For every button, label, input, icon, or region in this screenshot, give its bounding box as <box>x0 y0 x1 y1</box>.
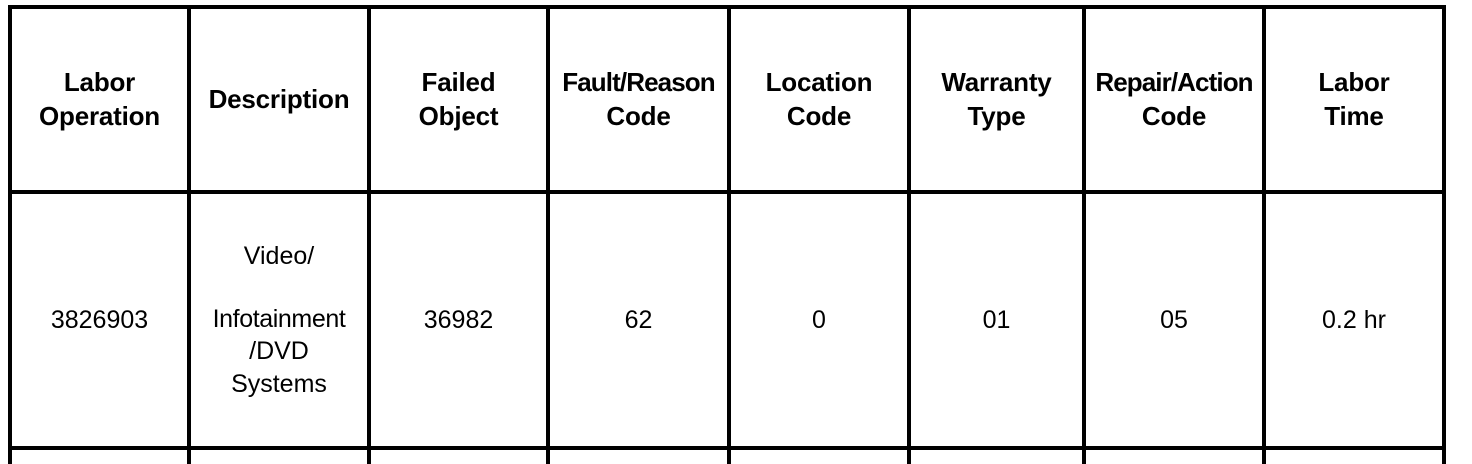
column-header-location-code: Location Code <box>727 5 911 194</box>
cell-labor-time: 0.2 hr <box>1262 190 1446 450</box>
column-header-labor-time: Labor Time <box>1262 5 1446 194</box>
cell-next-row-location-code <box>727 446 911 464</box>
cell-description-line-1: Video/ <box>243 242 315 270</box>
cell-next-row-fault-reason-code <box>546 446 731 464</box>
cell-warranty-type: 01 <box>907 190 1086 450</box>
column-header-labor-operation-line2: Operation <box>39 100 160 131</box>
column-header-failed-object-line1: Failed <box>421 66 496 97</box>
column-header-fault-reason-code-line2: Code <box>606 100 671 131</box>
column-header-failed-object: Failed Object <box>367 5 550 194</box>
column-header-warranty-type-line2: Type <box>967 100 1026 131</box>
table-header-row: Labor Operation Description Failed Objec… <box>8 5 1446 194</box>
table-row-partial-next <box>8 446 1446 464</box>
column-header-failed-object-line2: Object <box>418 100 499 131</box>
column-header-location-code-line2: Code <box>786 100 852 131</box>
column-header-description-line1: Description <box>208 83 350 114</box>
cell-fault-reason-code: 62 <box>546 190 731 450</box>
column-header-location-code-line1: Location <box>765 66 873 97</box>
column-header-warranty-type-line1: Warranty <box>941 66 1052 97</box>
column-header-repair-action-code-line2: Code <box>1141 100 1207 131</box>
table-row: 3826903 Video/ Infotainment /DVD Systems… <box>8 190 1446 450</box>
cell-description: Video/ Infotainment /DVD Systems <box>187 190 371 450</box>
column-header-labor-operation: Labor Operation <box>8 5 191 194</box>
cell-next-row-labor-operation <box>8 446 191 464</box>
column-header-fault-reason-code-line1: Fault/Reason <box>562 66 715 97</box>
cell-next-row-description <box>187 446 371 464</box>
cell-next-row-warranty-type <box>907 446 1086 464</box>
column-header-labor-operation-line1: Labor <box>63 66 136 97</box>
cell-repair-action-code: 05 <box>1082 190 1266 450</box>
cell-description-line-3: /DVD <box>249 337 309 365</box>
column-header-labor-time-line1: Labor <box>1318 66 1390 97</box>
column-header-repair-action-code-line1: Repair/Action <box>1095 66 1253 97</box>
cell-next-row-labor-time <box>1262 446 1446 464</box>
column-header-description: Description <box>187 5 371 194</box>
column-header-warranty-type: Warranty Type <box>907 5 1086 194</box>
cell-description-line-4: Systems <box>231 369 327 398</box>
cell-labor-operation: 3826903 <box>8 190 191 450</box>
table-sheet: Labor Operation Description Failed Objec… <box>8 5 1446 464</box>
cell-location-code: 0 <box>727 190 911 450</box>
cell-next-row-failed-object <box>367 446 550 464</box>
column-header-labor-time-line2: Time <box>1324 100 1384 131</box>
cell-description-line-2: Infotainment <box>212 304 346 333</box>
cell-next-row-repair-action-code <box>1082 446 1266 464</box>
column-header-fault-reason-code: Fault/Reason Code <box>546 5 731 194</box>
cell-failed-object: 36982 <box>367 190 550 450</box>
column-header-repair-action-code: Repair/Action Code <box>1082 5 1266 194</box>
warranty-labor-table: Labor Operation Description Failed Objec… <box>8 5 1446 464</box>
